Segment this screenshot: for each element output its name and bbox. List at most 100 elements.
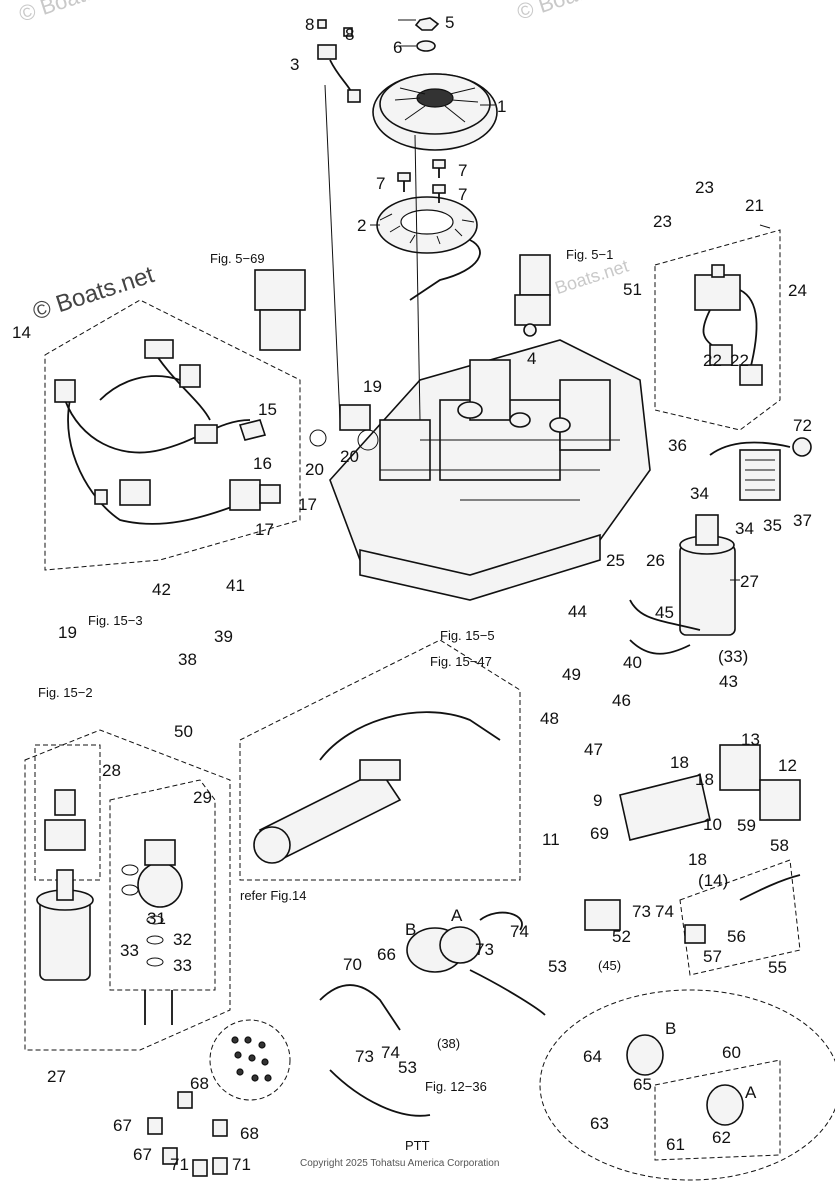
ptt-label: PTT [405, 1138, 430, 1153]
clamp-72 [792, 437, 812, 457]
cable-45 [629, 599, 701, 631]
part-label: 34 [735, 519, 754, 538]
connector-detail-box-a [654, 1059, 781, 1161]
fig-ref-15-47: Fig. 15−47 [430, 654, 492, 669]
part-label: 65 [633, 1075, 652, 1094]
part-label: 71 [232, 1155, 251, 1174]
part-label: A [451, 906, 463, 925]
stator-screws [397, 159, 446, 203]
part-label: 73 [355, 1047, 374, 1066]
part-label: 17 [298, 495, 317, 514]
part-label: 2 [357, 216, 366, 235]
rectifier-regulator [739, 449, 781, 501]
part-label: 6 [393, 38, 402, 57]
connector-detail-a [706, 1084, 744, 1126]
copyright: Copyright 2025 Tohatsu America Corporati… [300, 1158, 499, 1169]
part-label: 19 [58, 623, 77, 642]
part-label: 31 [147, 909, 166, 928]
connector-pins-circle [209, 1019, 291, 1101]
part-label: 17 [255, 520, 274, 539]
stator-coil [376, 196, 481, 301]
part-label: 21 [745, 196, 764, 215]
part-label: 51 [623, 280, 642, 299]
fig-ref-14: refer Fig.14 [240, 888, 306, 903]
part-label: 8 [345, 25, 354, 44]
part-label: 10 [703, 815, 722, 834]
part-label: (14) [698, 871, 728, 890]
part-label: 59 [737, 816, 756, 835]
connector-detail-b [626, 1034, 664, 1076]
part-label: 33 [120, 941, 139, 960]
part-label: 68 [190, 1074, 209, 1093]
part-label: 40 [623, 653, 642, 672]
starter-motor-left [36, 789, 94, 981]
part-label: 50 [174, 722, 193, 741]
part-label: 36 [668, 436, 687, 455]
part-label: 12 [778, 756, 797, 775]
part-label: 19 [363, 377, 382, 396]
part-label: 7 [458, 185, 467, 204]
watermark-top-left: © Boats.net [16, 0, 133, 27]
watermark-left: © Boats.net [30, 261, 158, 326]
bracket-fig5-69 [254, 269, 306, 351]
relay-bracket-9 [619, 774, 711, 841]
tiller-refer-outline [239, 639, 521, 881]
fig-ref-12-36: Fig. 12−36 [425, 1079, 487, 1094]
flywheel-nut [414, 17, 440, 31]
cable-40 [629, 639, 691, 655]
cap-15 [238, 419, 267, 441]
part-label: 28 [102, 761, 121, 780]
part-label: 35 [763, 516, 782, 535]
part-label: B [405, 920, 416, 939]
part-label: 5 [445, 13, 454, 32]
flywheel-washer [416, 40, 436, 52]
part-label: 24 [788, 281, 807, 300]
starter-group-27-outline [24, 729, 231, 1051]
tiller-handle [253, 711, 501, 864]
starter-inner-29-outline [109, 779, 216, 991]
part-label: 68 [240, 1124, 259, 1143]
switch-52 [584, 899, 621, 931]
part-label: 25 [606, 551, 625, 570]
relay-group-55-outline [679, 859, 801, 976]
harness-group-14-outline [44, 299, 301, 571]
terminals [147, 1091, 228, 1177]
fig-ref-5-69: Fig. 5−69 [210, 251, 265, 266]
part-label: 73 [632, 902, 651, 921]
part-label: 58 [770, 836, 789, 855]
harness-70 [319, 984, 401, 1031]
brush-holder [121, 839, 183, 1025]
part-label: (38) [437, 1036, 460, 1051]
wire-harness [54, 339, 261, 525]
part-label: (33) [718, 647, 748, 666]
part-label: 20 [305, 460, 324, 479]
part-label: 1 [497, 97, 506, 116]
part-label: 9 [593, 791, 602, 810]
part-label: 26 [646, 551, 665, 570]
part-label: 18 [670, 753, 689, 772]
part-label: 71 [170, 1155, 189, 1174]
part-label: 20 [340, 447, 359, 466]
ignition-group-21-outline [654, 229, 781, 431]
part-label: 38 [178, 650, 197, 669]
part-label: 18 [688, 850, 707, 869]
part-label: 23 [653, 212, 672, 231]
connector-detail-circle [539, 989, 835, 1181]
part-label: 29 [193, 788, 212, 807]
fuse-holder [259, 484, 281, 504]
part-label: 33 [173, 956, 192, 975]
fig-ref-15-3: Fig. 15−3 [88, 613, 143, 628]
leader-lines [324, 19, 771, 581]
starter-inner-28-outline [34, 744, 101, 881]
engine-block [329, 339, 651, 601]
flywheel [372, 73, 498, 151]
part-label: 53 [398, 1058, 417, 1077]
starter-motor-right [679, 514, 736, 636]
part-label: 55 [768, 958, 787, 977]
part-label: 60 [722, 1043, 741, 1062]
part-label: 74 [381, 1043, 400, 1062]
part-label: 72 [793, 416, 812, 435]
part-label: 46 [612, 691, 631, 710]
pulser-coil [317, 19, 361, 103]
